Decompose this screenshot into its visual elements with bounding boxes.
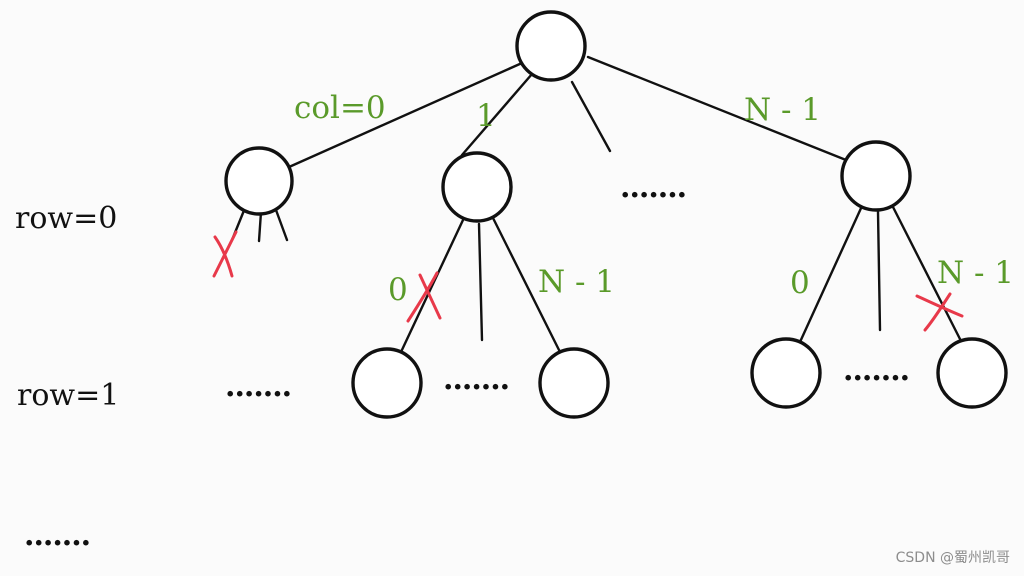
tree-node-row0-colN [840, 140, 912, 212]
edge-right-to-col0 [798, 204, 864, 344]
edge-right-to-colN [891, 205, 964, 345]
tree-node-row0-col0 [224, 146, 294, 216]
edge-label-col1: 1 [476, 98, 496, 134]
edge-root-to-col0 [287, 61, 524, 169]
tree-node-row0-col1 [441, 151, 513, 223]
ellipsis-level2-left: ....... [225, 369, 291, 404]
edge-mid-to-colN [491, 216, 562, 354]
ellipsis-level1: ....... [620, 170, 686, 205]
ellipsis-level2-right: ....... [843, 353, 909, 388]
tree-node-row1-d [936, 337, 1008, 409]
tree-node-row1-a [351, 347, 423, 419]
edge-label-right-colN: N - 1 [937, 255, 1014, 291]
edge-label-colN: N - 1 [744, 92, 821, 128]
watermark: CSDN @蜀州凯哥 [896, 550, 1010, 566]
prune-cross-right [915, 292, 964, 332]
edge-label-mid-colN: N - 1 [538, 264, 615, 300]
edge-root-partial [570, 80, 612, 153]
edge-mid-partial [477, 222, 484, 342]
row-label-0: row=0 [15, 201, 117, 236]
edge-label-mid-col0: 0 [388, 272, 408, 308]
row-label-1: row=1 [17, 378, 119, 413]
ellipsis-more-rows: ....... [24, 518, 90, 553]
ellipsis-level2-mid: ....... [443, 362, 509, 397]
tree-node-row1-c [750, 337, 822, 409]
edge-label-right-col0: 0 [790, 265, 810, 301]
stub-left-2 [257, 210, 263, 243]
tree-node-row1-b [538, 347, 610, 419]
edge-right-partial [876, 210, 882, 332]
prune-cross-mid [406, 271, 442, 323]
edge-label-col0: col=0 [294, 90, 386, 126]
stub-left-3 [274, 208, 289, 242]
tree-node-root [515, 10, 587, 82]
edge-mid-to-col0 [399, 218, 465, 354]
edge-root-to-col1 [460, 72, 534, 157]
edge-root-to-colN [586, 55, 848, 162]
prune-cross-left [212, 230, 238, 278]
